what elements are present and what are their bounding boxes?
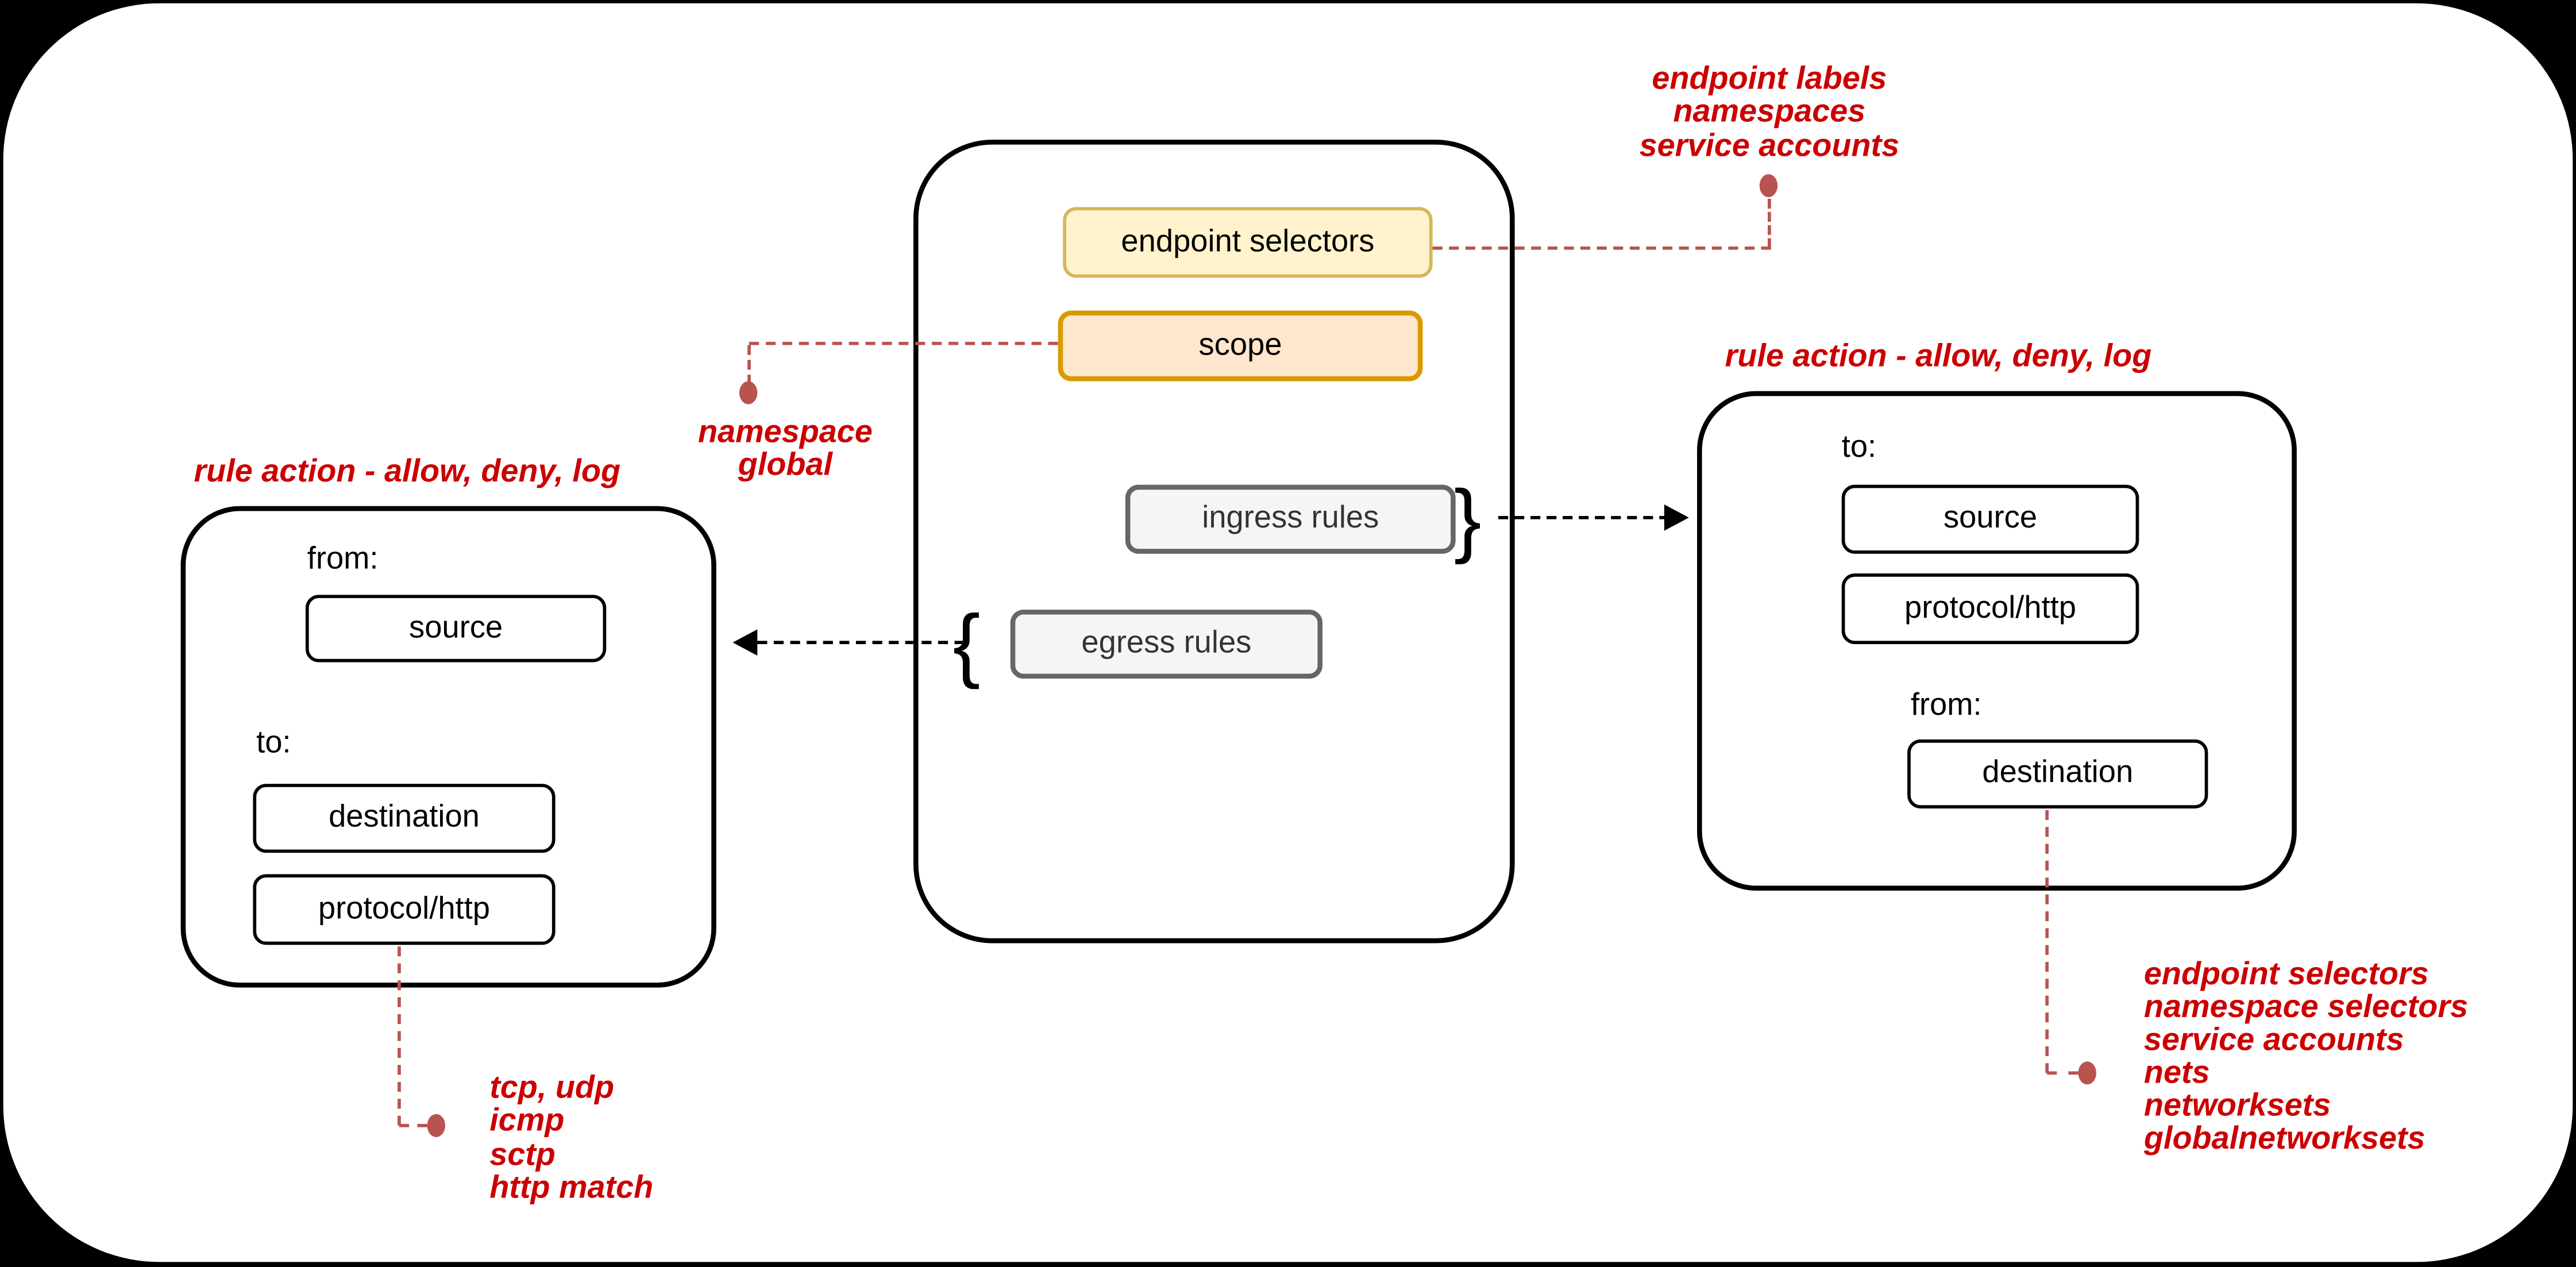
scope-connector [747,345,751,385]
annotation-line: namespaces [1673,94,1866,131]
left-protocol-label: protocol/http [318,891,490,926]
left-to-label: to: [256,726,291,761]
destination-connector [2045,810,2049,1073]
egress-rules-label: egress rules [1081,626,1252,661]
right-destination-box: destination [1907,739,2208,808]
left-protocol-box: protocol/http [253,874,556,945]
endpoint-selectors-connector [1432,246,1771,250]
annotation-line: globalnetworksets [2143,1119,2425,1156]
right-to-label: to: [1841,430,1877,465]
diagram-surface: endpoint selectors scope ingress rules e… [3,3,2573,1262]
left-destination-label: destination [329,800,480,835]
annotation-line: networksets [2143,1087,2331,1123]
protocol-values-annotation: tcp, udp icmp sctp http match [489,1069,654,1207]
destination-types-annotation: endpoint selectors namespace selectors s… [2143,956,2469,1156]
ingress-brace: } [1453,473,1482,565]
annotation-line: namespace selectors [2143,989,2469,1026]
egress-arrow [757,641,965,645]
right-from-label: from: [1910,688,1982,723]
left-rule-action-annotation: rule action - allow, deny, log [194,453,621,490]
protocol-connector [398,946,401,1126]
annotation-line: global [738,448,833,484]
annotation-line: tcp, udp [489,1069,615,1106]
annotation-line: endpoint labels [1652,60,1887,97]
scope-box: scope [1058,310,1423,382]
left-destination-box: destination [253,784,556,853]
left-from-label: from: [307,542,379,577]
connector-dot [427,1114,445,1137]
protocol-connector [399,1124,427,1127]
right-protocol-label: protocol/http [1904,591,2077,626]
connector-dot [739,381,758,405]
annotation-line: namespace [698,414,873,450]
annotation-line: sctp [489,1137,556,1173]
ingress-rules-box: ingress rules [1125,484,1456,554]
annotation-line: nets [2143,1054,2210,1091]
right-protocol-box: protocol/http [1841,573,2139,645]
connector-dot [1759,174,1778,198]
annotation-line: endpoint selectors [2143,956,2429,993]
selector-types-annotation: endpoint labels namespaces service accou… [1556,60,1983,164]
destination-connector [2047,1071,2078,1075]
annotation-line: service accounts [1639,128,1900,164]
ingress-rules-label: ingress rules [1202,501,1379,536]
right-rule-action-annotation: rule action - allow, deny, log [1725,338,2152,375]
ingress-arrow [1498,515,1669,519]
right-destination-label: destination [1982,756,2134,791]
left-source-label: source [409,610,503,645]
left-source-box: source [305,595,607,663]
right-source-box: source [1841,484,2139,554]
right-source-label: source [1943,501,2038,536]
endpoint-selectors-connector [1768,199,1771,248]
scope-label: scope [1198,328,1282,363]
scope-connector [749,341,1058,345]
egress-arrowhead-icon [732,629,758,656]
endpoint-selectors-label: endpoint selectors [1121,224,1375,259]
egress-rules-box: egress rules [1010,609,1323,679]
connector-dot [2078,1061,2096,1085]
endpoint-selectors-box: endpoint selectors [1063,207,1433,278]
annotation-line: http match [489,1170,654,1207]
annotation-line: service accounts [2143,1022,2404,1058]
scope-values-annotation: namespace global [654,414,917,484]
ingress-arrowhead-icon [1664,504,1689,531]
annotation-line: icmp [489,1103,565,1139]
